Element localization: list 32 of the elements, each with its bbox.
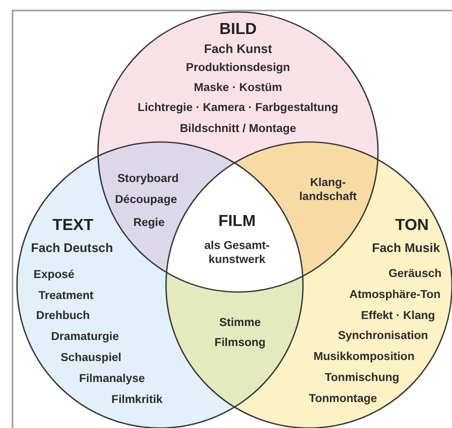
item-label: Lichtregie · Kamera · Farbgestaltung (138, 102, 338, 116)
item-label: Synchronisation (338, 330, 428, 344)
item-label: Regie (133, 217, 165, 231)
subject-label: Fach Deutsch (31, 240, 113, 256)
region-heading: BILD (219, 20, 257, 40)
item-label: als Gesamt- kunstwerk (203, 240, 271, 268)
item-label: Dramaturgie (51, 331, 119, 345)
item-label: Stimme (219, 317, 261, 331)
item-label: Effekt · Klang (360, 310, 436, 324)
item-label: Tonmischung (324, 372, 400, 386)
subject-label: Fach Kunst (204, 42, 272, 56)
region-heading: TEXT (52, 216, 94, 236)
item-label: Schauspiel (60, 352, 122, 366)
item-label: Musikkomposition (314, 351, 414, 365)
item-label: Filmkritik (111, 394, 163, 408)
item-label: Drehbuch (36, 310, 90, 324)
subject-label: Fach Musik (372, 240, 440, 256)
item-label: Filmsong (214, 337, 266, 351)
item-label: Atmosphäre-Ton (349, 289, 441, 303)
region-heading: TON (395, 216, 429, 236)
item-label: Découpage (115, 194, 177, 208)
item-label: Tonmontage (308, 393, 378, 407)
region-heading: FILM (218, 212, 256, 232)
item-label: Storyboard (117, 173, 179, 187)
item-label: Filmanalyse (79, 373, 145, 387)
item-label: Exposé (34, 269, 74, 283)
item-label: Treatment (38, 290, 94, 304)
item-label: Bildschnitt / Montage (180, 123, 296, 137)
item-label: Maske · Kostüm (194, 82, 282, 96)
item-label: Geräusch (388, 268, 442, 282)
item-label: Klang- landschaft (298, 177, 358, 205)
item-label: Produktionsdesign (186, 62, 290, 76)
